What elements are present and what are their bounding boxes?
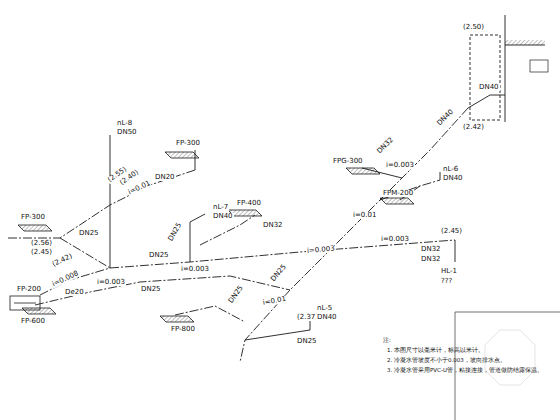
pipe-label: FP-300: [20, 214, 46, 221]
pipe-label: HL-1: [440, 268, 458, 275]
pipe-label: (2.45): [30, 249, 53, 256]
pipe-label: DN25: [269, 263, 288, 284]
pipe-label: FP-200: [16, 286, 42, 293]
pipe-label: i=0.003: [306, 245, 336, 255]
pipe-label: DN50: [116, 129, 138, 136]
pipe-label: DN20: [154, 174, 176, 181]
pipe-label: FPM-200: [382, 190, 414, 197]
note-text: 注:: [382, 338, 392, 344]
pipe-label: i=0.01: [127, 180, 153, 197]
pipe-label: DN40: [316, 314, 338, 321]
pipe-label: De20: [64, 289, 85, 296]
pipe-label: DN32: [420, 256, 442, 263]
pipe-label: i=0.01: [352, 212, 377, 219]
pipe-label: ???: [440, 278, 453, 285]
pipe-label: FPG-300: [332, 158, 364, 165]
pipe-label: i=0.003: [385, 162, 415, 169]
pipe-label: FP-300: [175, 140, 201, 147]
note-text: 1. 本图尺寸以毫米计，标高以米计。: [386, 348, 485, 354]
pipe-label: DN25: [140, 286, 162, 293]
pipe-label: i=0.003: [380, 236, 410, 243]
pipe-label: DN32: [376, 136, 396, 156]
pipe-label: DN25: [167, 221, 184, 243]
pipe-label: nL-8: [116, 120, 133, 127]
pipe-label: DN25: [296, 338, 318, 345]
pipe-label: FP-600: [20, 318, 46, 325]
note-text: 3. 冷凝水管采用PVC-U管，粘接连接，管道做防结露保温。: [386, 368, 544, 374]
pipe-label: FP-400: [236, 200, 262, 207]
pipe-label: DN40: [212, 213, 234, 220]
pipe-label: DN25: [148, 252, 170, 259]
pipe-label: (2.45): [440, 228, 463, 235]
pipe-label: i=0.003: [96, 279, 126, 286]
fan-coil-units: [10, 152, 414, 322]
pipe-label: (2.50): [462, 24, 485, 31]
pipe-label: nL-5: [316, 305, 333, 312]
pipe-label: i=0.003: [180, 266, 210, 273]
pipe-label: nL-7: [212, 204, 229, 211]
pipe-label: DN32: [420, 246, 442, 253]
pipes: [8, 15, 545, 362]
pipe-label: (2.42): [51, 253, 75, 269]
pipe-label: DN25: [78, 230, 100, 237]
pipe-label: (2.56): [30, 240, 53, 247]
pipe-label: FP-800: [170, 326, 196, 333]
pipe-label: nL-6: [442, 166, 459, 173]
pipe-label: (2.42): [462, 124, 485, 131]
pipe-label: i=0.01: [261, 296, 287, 307]
pipe-label: i=0.008: [51, 270, 81, 289]
pipe-label: DN25: [227, 284, 245, 306]
frame: [455, 312, 560, 420]
note-text: 2. 冷凝水管坡度不小于0.003，坡向排水点。: [386, 358, 507, 364]
pipe-label: DN40: [478, 84, 500, 91]
pipe-label: DN32: [262, 222, 284, 229]
pipe-label: DN40: [442, 175, 464, 182]
